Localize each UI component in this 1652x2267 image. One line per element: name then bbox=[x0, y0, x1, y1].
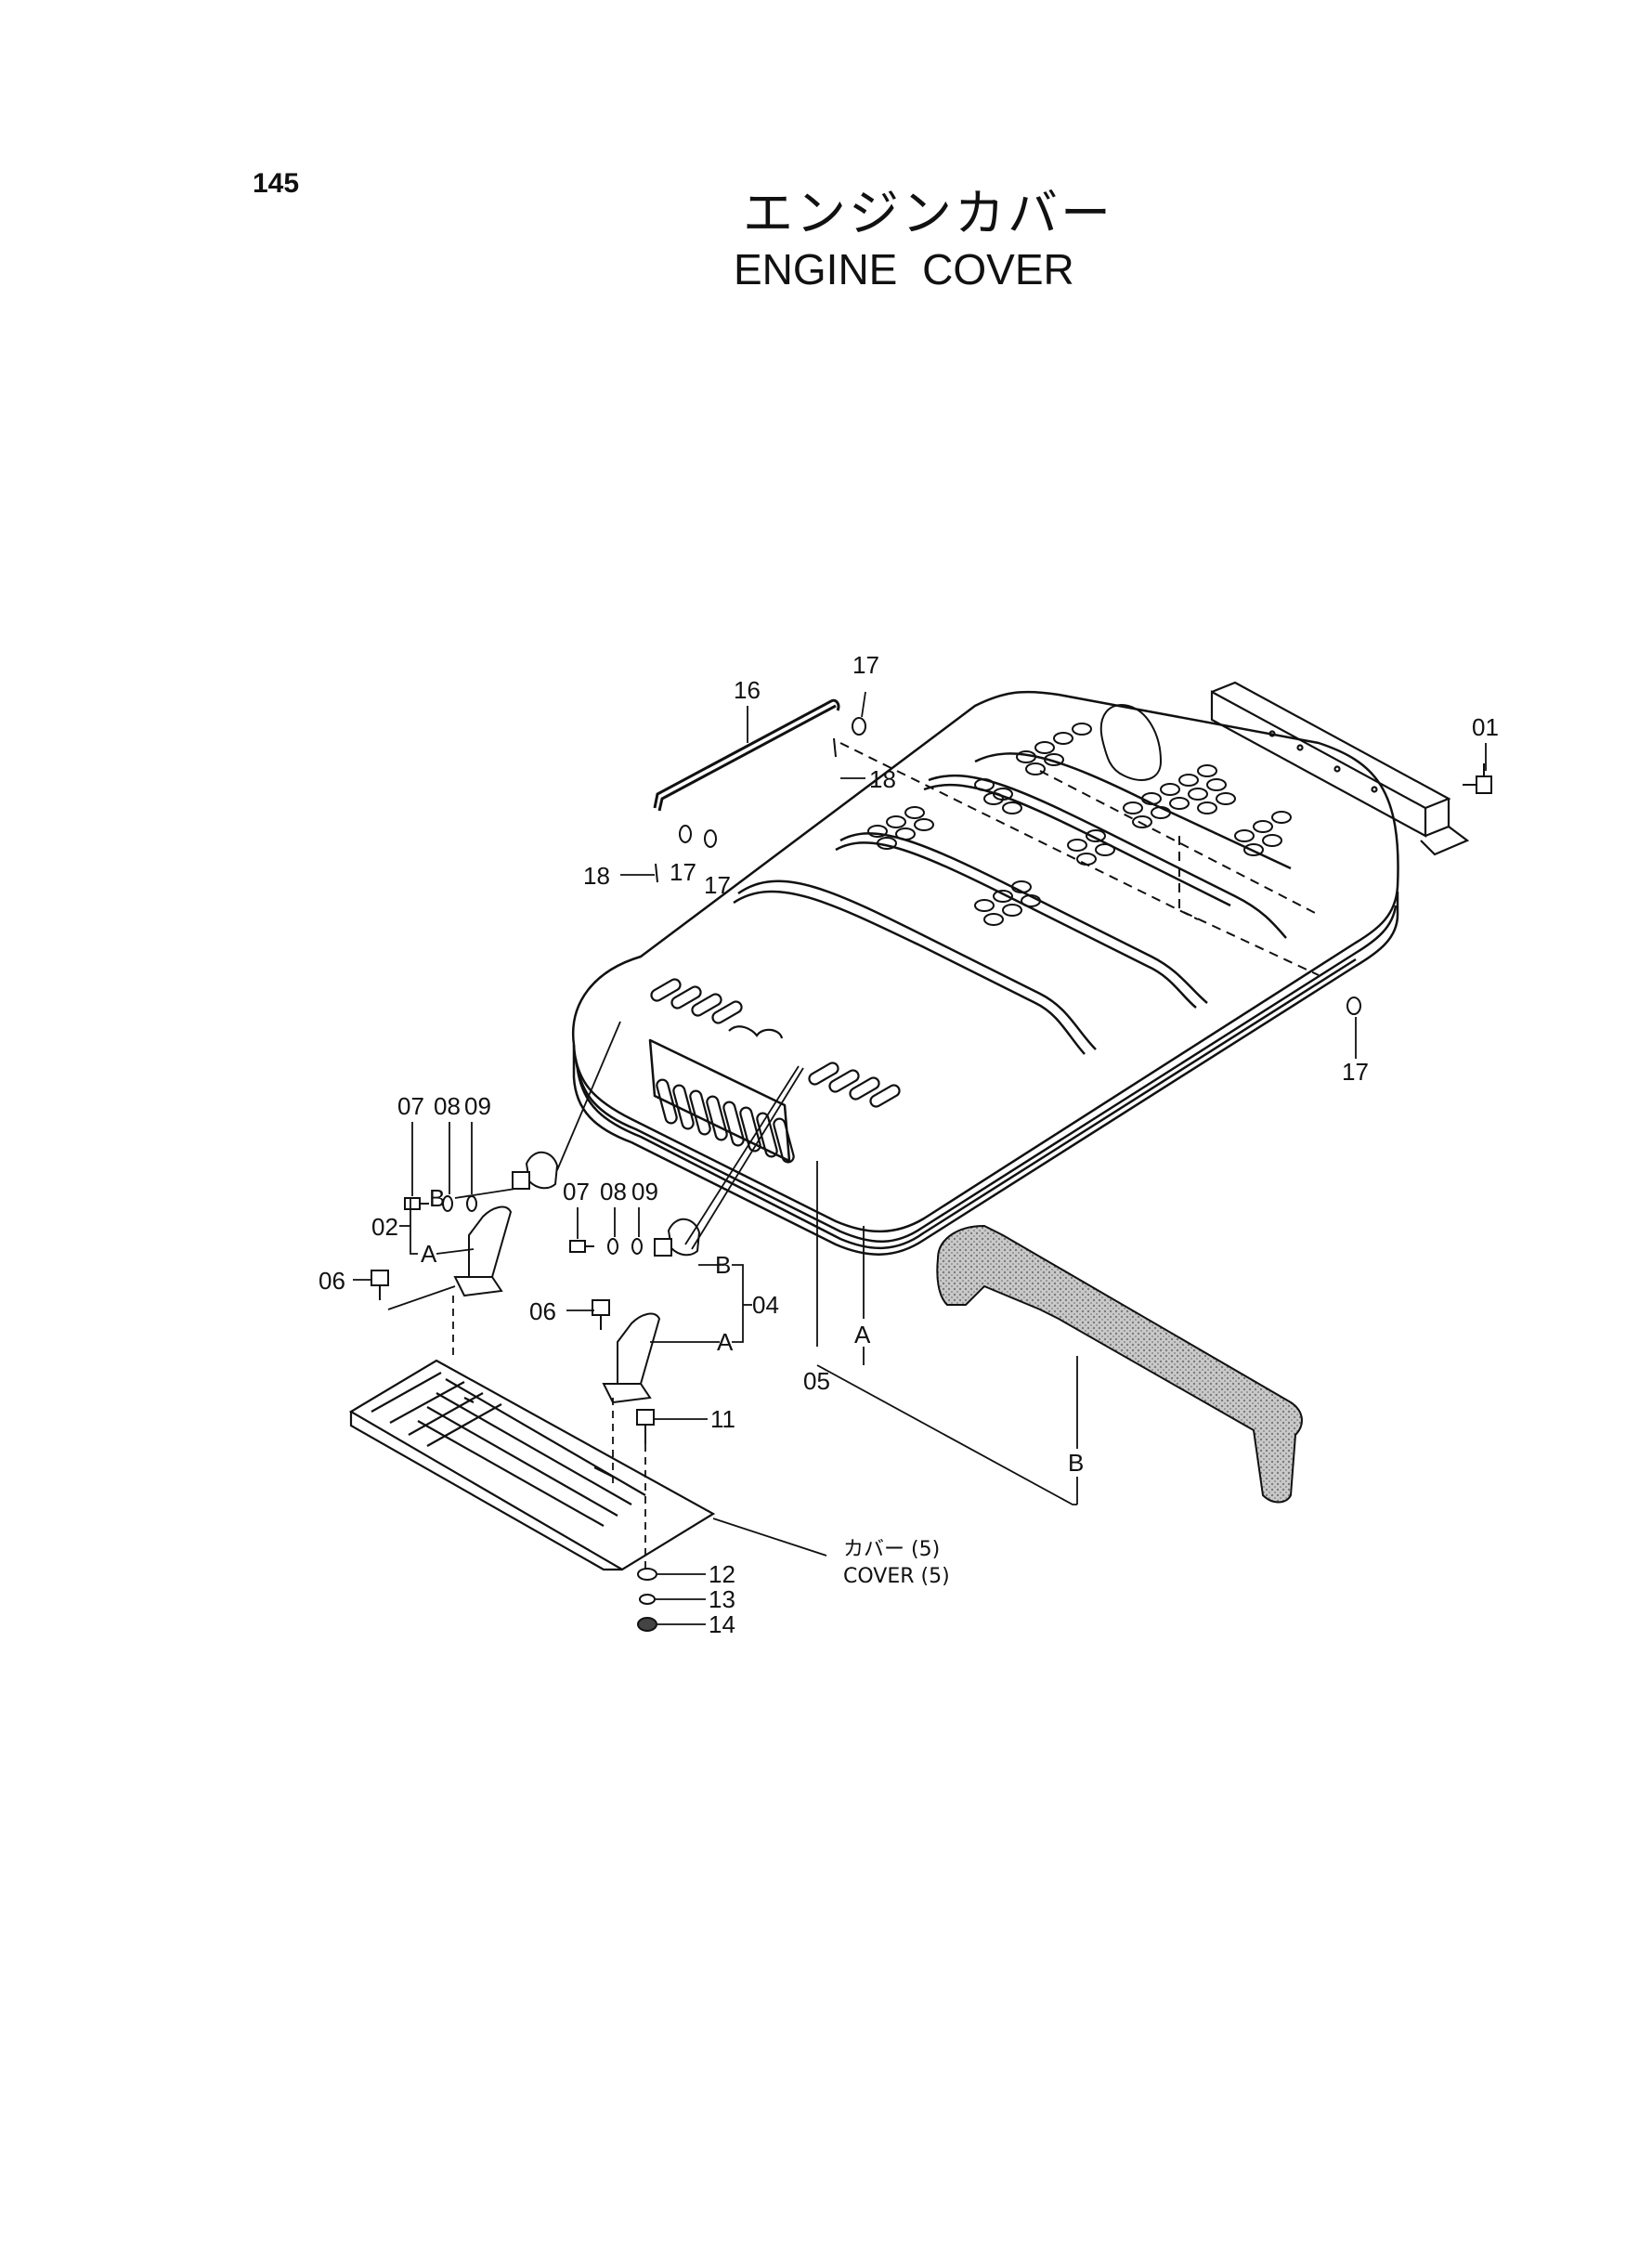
ref-b-top: B bbox=[429, 1184, 445, 1212]
title-english: ENGINE COVER bbox=[734, 245, 1074, 293]
bolt-fasteners bbox=[371, 1195, 655, 1444]
ref-a-top: A bbox=[421, 1240, 437, 1268]
hinge-bracket bbox=[1210, 681, 1470, 856]
callout-02: 02 bbox=[371, 1213, 398, 1241]
callout-06-lower: 06 bbox=[529, 1297, 556, 1325]
leader-lines bbox=[353, 691, 1487, 1625]
ref-b-seal: B bbox=[1068, 1449, 1084, 1477]
washers-and-pins bbox=[655, 717, 1361, 1015]
callout-17-top: 17 bbox=[852, 651, 879, 679]
callout-labels: 01 02 04 05 06 06 07 08 09 07 08 09 11 1… bbox=[319, 651, 1499, 1638]
engine-cover-panel bbox=[571, 690, 1399, 1256]
callout-11: 11 bbox=[710, 1405, 735, 1433]
callout-08-lower: 08 bbox=[600, 1178, 627, 1205]
callout-07-top: 07 bbox=[397, 1092, 424, 1120]
latch-handles bbox=[453, 1205, 661, 1404]
ref-a-lower: A bbox=[717, 1328, 734, 1356]
callout-17-mid-b: 17 bbox=[704, 871, 731, 899]
callout-01: 01 bbox=[1472, 713, 1499, 741]
cover-hole-patterns bbox=[867, 704, 1292, 926]
callout-14: 14 bbox=[709, 1610, 735, 1638]
ref-b-lower: B bbox=[715, 1251, 731, 1279]
callout-17-mid-a: 17 bbox=[670, 858, 696, 886]
callout-18-top: 18 bbox=[869, 765, 896, 793]
callout-16: 16 bbox=[734, 676, 761, 704]
nut-washer-stack bbox=[637, 1568, 657, 1632]
callout-06-left: 06 bbox=[319, 1267, 345, 1295]
latch-strikers bbox=[512, 1151, 701, 1257]
cover-label-jp: カバー (5) bbox=[843, 1538, 940, 1561]
callout-18-left: 18 bbox=[583, 862, 610, 890]
stay-rod bbox=[653, 698, 840, 812]
callout-09-lower: 09 bbox=[631, 1178, 658, 1205]
callout-12: 12 bbox=[709, 1560, 735, 1588]
callout-04: 04 bbox=[752, 1291, 779, 1319]
callout-09-top: 09 bbox=[464, 1092, 491, 1120]
callout-08-top: 08 bbox=[434, 1092, 461, 1120]
title-japanese: エンジンカバー bbox=[743, 184, 1113, 242]
rubber-seal bbox=[936, 1224, 1303, 1504]
page-number: 145 bbox=[253, 168, 300, 199]
front-grille-vents bbox=[650, 978, 901, 1164]
side-cover-plate bbox=[348, 1359, 716, 1571]
bolt-01-icon bbox=[1463, 763, 1492, 794]
callout-07-lower: 07 bbox=[563, 1178, 590, 1205]
callout-05: 05 bbox=[803, 1367, 830, 1395]
cover-label-en: COVER (5) bbox=[843, 1565, 950, 1588]
ref-a-cover: A bbox=[854, 1321, 871, 1348]
callout-17-right: 17 bbox=[1342, 1058, 1369, 1086]
callout-13: 13 bbox=[709, 1585, 735, 1613]
